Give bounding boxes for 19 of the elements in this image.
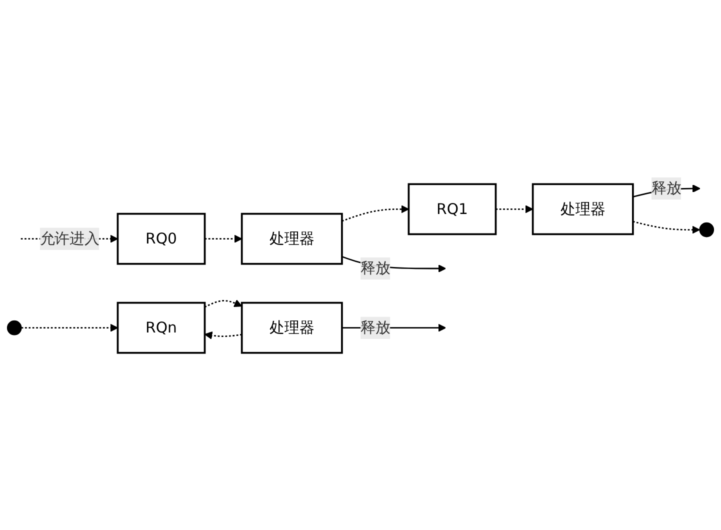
arrow	[204, 299, 242, 308]
edge-label: 释放	[360, 316, 390, 339]
arrow	[632, 220, 700, 234]
ellipsis-dot	[699, 222, 714, 238]
arrow	[496, 204, 534, 214]
edge-label: 释放	[651, 177, 682, 200]
ellipsis-dot	[6, 320, 22, 336]
edge-label: 允许进入	[40, 228, 100, 250]
arrow	[21, 324, 118, 332]
process-box: RQ0	[116, 212, 206, 265]
arrow	[204, 234, 242, 243]
process-box: 处理器	[240, 212, 343, 265]
process-box: 处理器	[240, 302, 343, 354]
process-box: 处理器	[532, 183, 634, 235]
process-box: RQ1	[408, 183, 497, 235]
arrow	[204, 331, 242, 340]
arrow	[342, 204, 410, 222]
process-box: RQn	[116, 302, 206, 354]
edge-label: 释放	[360, 257, 390, 280]
